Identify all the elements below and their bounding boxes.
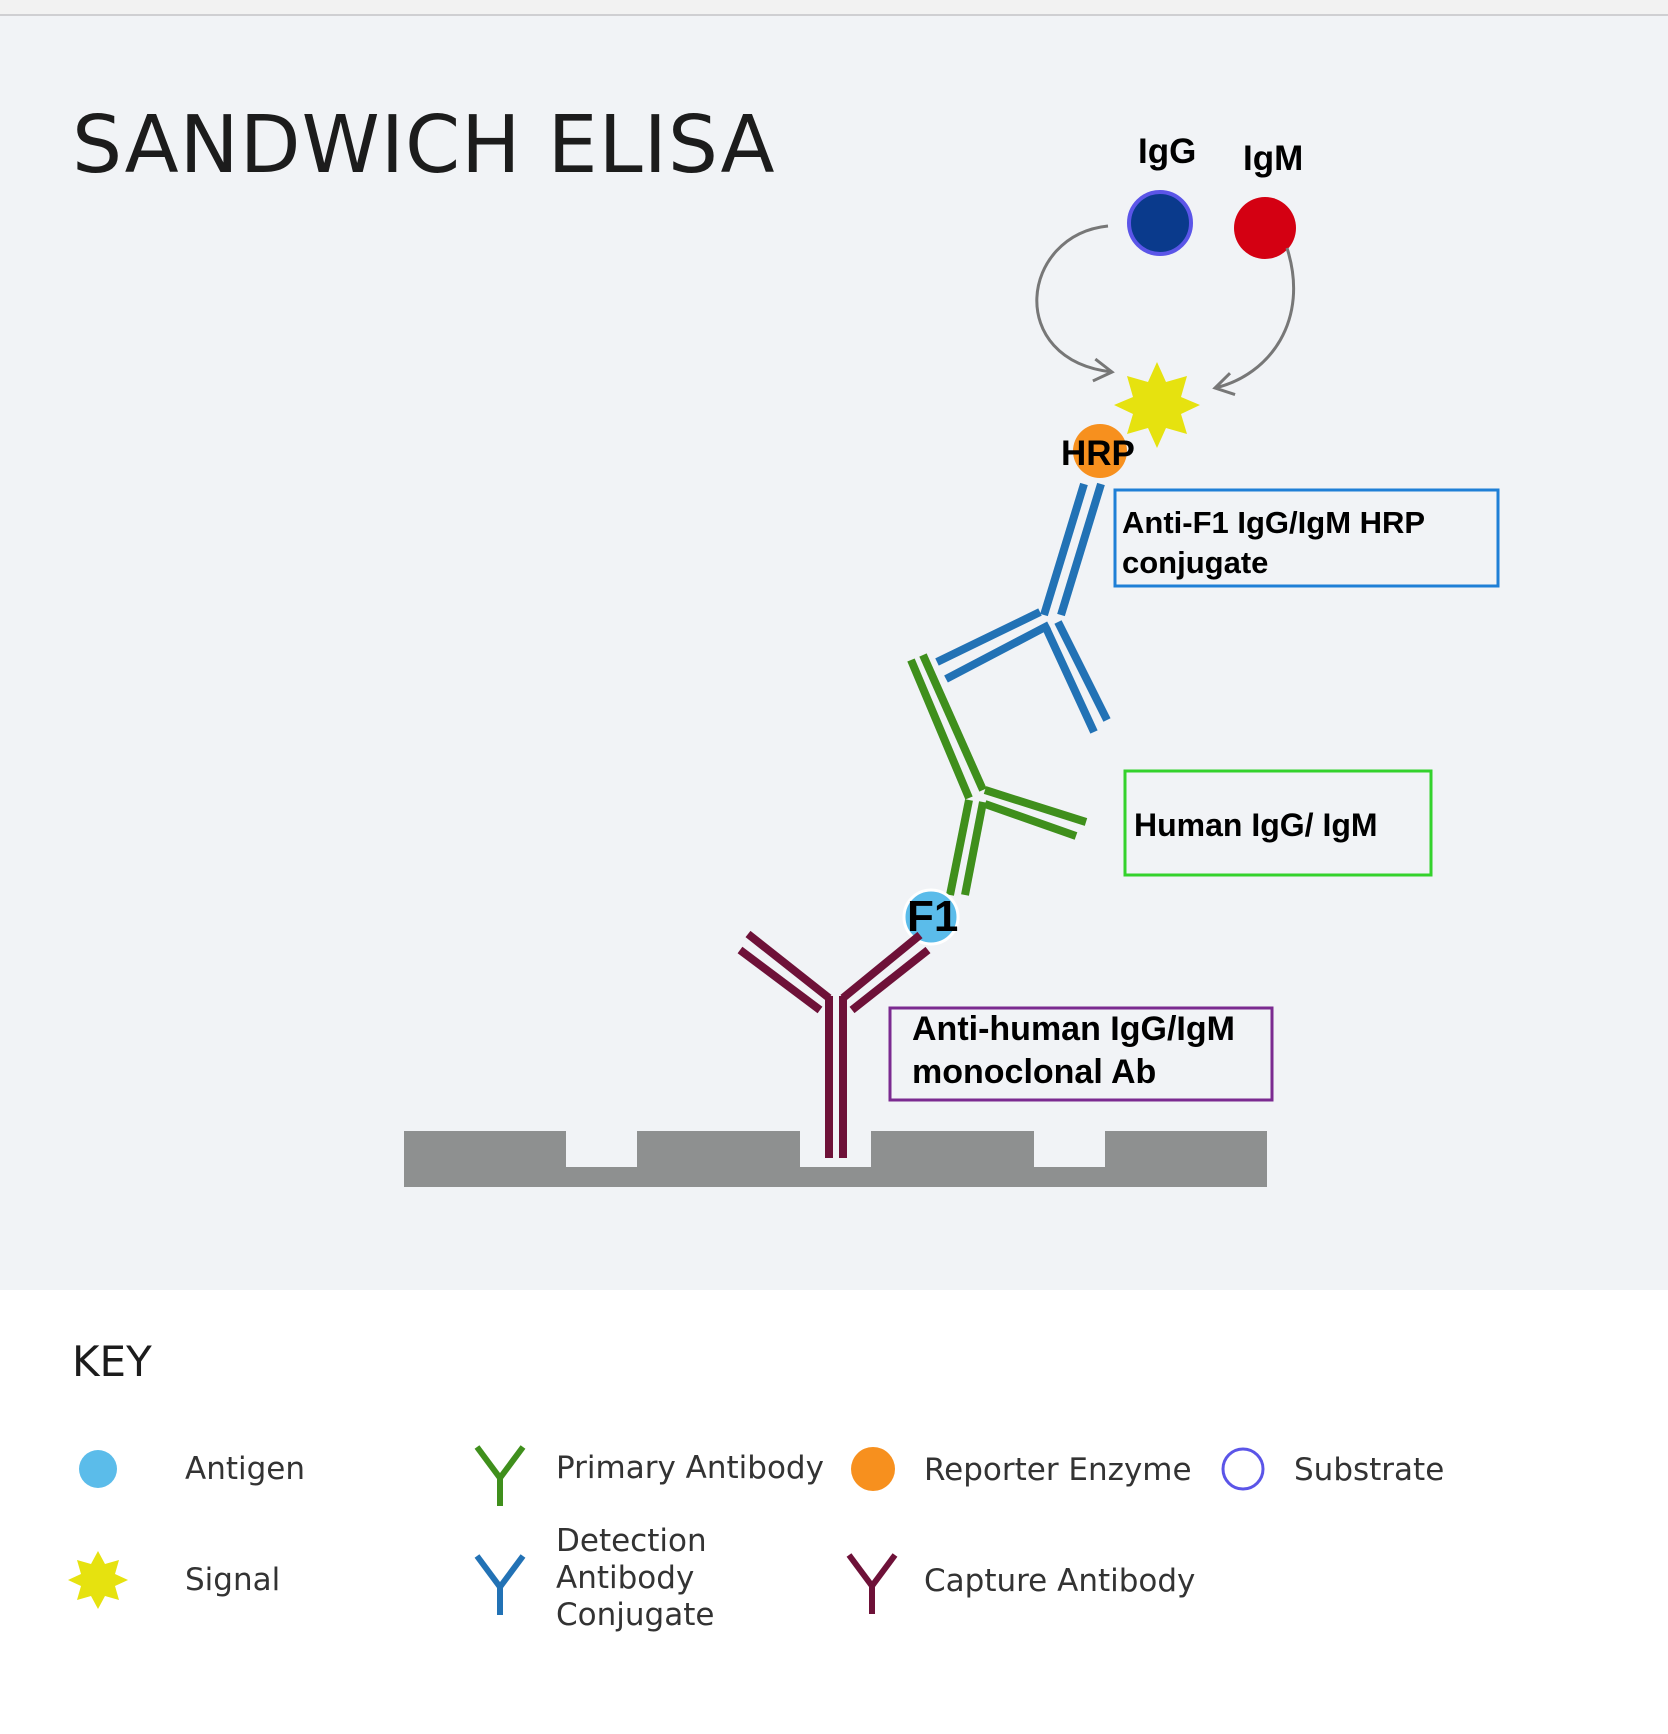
hrp-enzyme [1073, 424, 1127, 478]
microplate-well [404, 1131, 1267, 1187]
reporter-enzyme-key-label: Reporter Enzyme [924, 1452, 1192, 1488]
antigen-key-label: Antigen [185, 1451, 305, 1487]
igg-label: IgG [1138, 132, 1196, 171]
reporter-enzyme-key-icon [851, 1447, 895, 1491]
detection-label-box [1113, 488, 1500, 588]
top-border [0, 0, 1668, 16]
signal-key-icon [68, 1551, 128, 1609]
signal-key-label: Signal [185, 1562, 280, 1598]
primary-antibody-key-icon [474, 1445, 526, 1506]
f1-antigen [902, 888, 960, 946]
key-title: KEY [72, 1337, 152, 1386]
igm-arrow [1212, 247, 1296, 396]
igg-dot [1127, 190, 1193, 256]
capture-antibody-key-label: Capture Antibody [924, 1563, 1195, 1599]
capture-label-line1: Anti-human IgG/IgM [912, 1010, 1235, 1048]
primary-label-box [1123, 769, 1433, 877]
detection-key-label-line2: Antibody [556, 1560, 694, 1596]
detection-antibody-key-icon [474, 1554, 526, 1615]
substrate-key-label: Substrate [1294, 1452, 1444, 1488]
page-title: SANDWICH ELISA [72, 99, 776, 191]
capture-antibody-key-icon [846, 1553, 898, 1614]
primary-antibody-key-label: Primary Antibody [556, 1450, 824, 1486]
detection-key-label-line1: Detection [556, 1523, 707, 1559]
detection-label-line2: conjugate [1122, 545, 1268, 580]
igm-dot [1234, 197, 1296, 259]
igg-arrow [1035, 224, 1115, 383]
detection-key-label-line3: Conjugate [556, 1597, 714, 1633]
hrp-label: HRP [1061, 434, 1135, 473]
substrate-key-icon [1221, 1447, 1265, 1491]
primary-label: Human IgG/ IgM [1134, 807, 1378, 843]
signal-star [1114, 362, 1200, 448]
f1-label: F1 [907, 892, 958, 941]
capture-label-box [888, 1006, 1274, 1102]
capture-antibody [737, 930, 931, 1158]
capture-label-line2: monoclonal Ab [912, 1053, 1156, 1091]
igm-label: IgM [1243, 139, 1303, 178]
detection-label-line1: Anti-F1 IgG/IgM HRP [1122, 505, 1425, 540]
primary-antibody [907, 653, 1088, 896]
antigen-key-icon [79, 1450, 117, 1488]
diagram-background [0, 16, 1668, 1290]
detection-antibody [935, 482, 1111, 734]
